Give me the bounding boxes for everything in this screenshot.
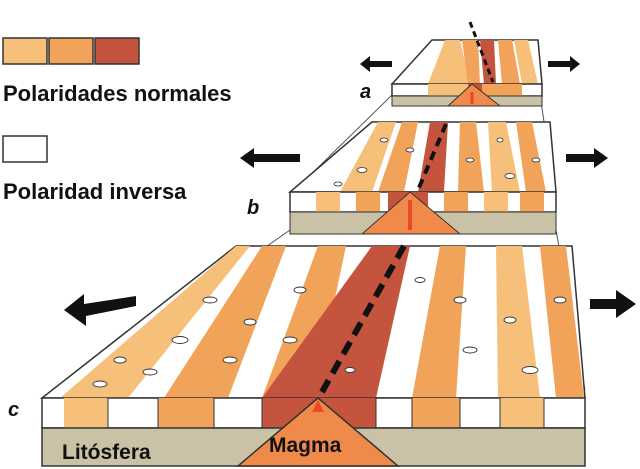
legend-inverse-label: Polaridad inversa [3, 179, 187, 204]
left-arrow-icon [240, 148, 300, 168]
legend-swatch-inverse [2, 135, 48, 163]
lithosphere-label: Litósfera [62, 441, 151, 464]
legend-normal-label: Polaridades normales [3, 81, 232, 106]
left-arrow-icon [360, 56, 392, 72]
panel-b-letter: b [247, 197, 259, 219]
panel-c-rift [319, 244, 407, 394]
magma-label: Magma [269, 434, 342, 457]
panel-a: a [289, 21, 556, 196]
panel-b: b [61, 121, 586, 391]
left-arrow-icon [64, 294, 136, 326]
legend-swatch-mid [48, 37, 94, 65]
legend: Polaridades normales Polaridad inversa [2, 37, 232, 204]
magma-chamber [235, 397, 401, 467]
panel-a-magma [446, 83, 502, 107]
panel-c: c Litósfera Magma [8, 244, 586, 467]
right-arrow-icon [566, 148, 608, 168]
right-arrow-icon [548, 56, 580, 72]
legend-swatch-ridge [94, 37, 140, 65]
legend-swatch-light [2, 37, 48, 65]
panel-c-letter: c [8, 399, 19, 421]
panel-b-rift [416, 123, 448, 191]
right-arrow-icon [590, 290, 636, 318]
panel-a-rift [468, 21, 495, 83]
panel-a-letter: a [360, 81, 371, 103]
